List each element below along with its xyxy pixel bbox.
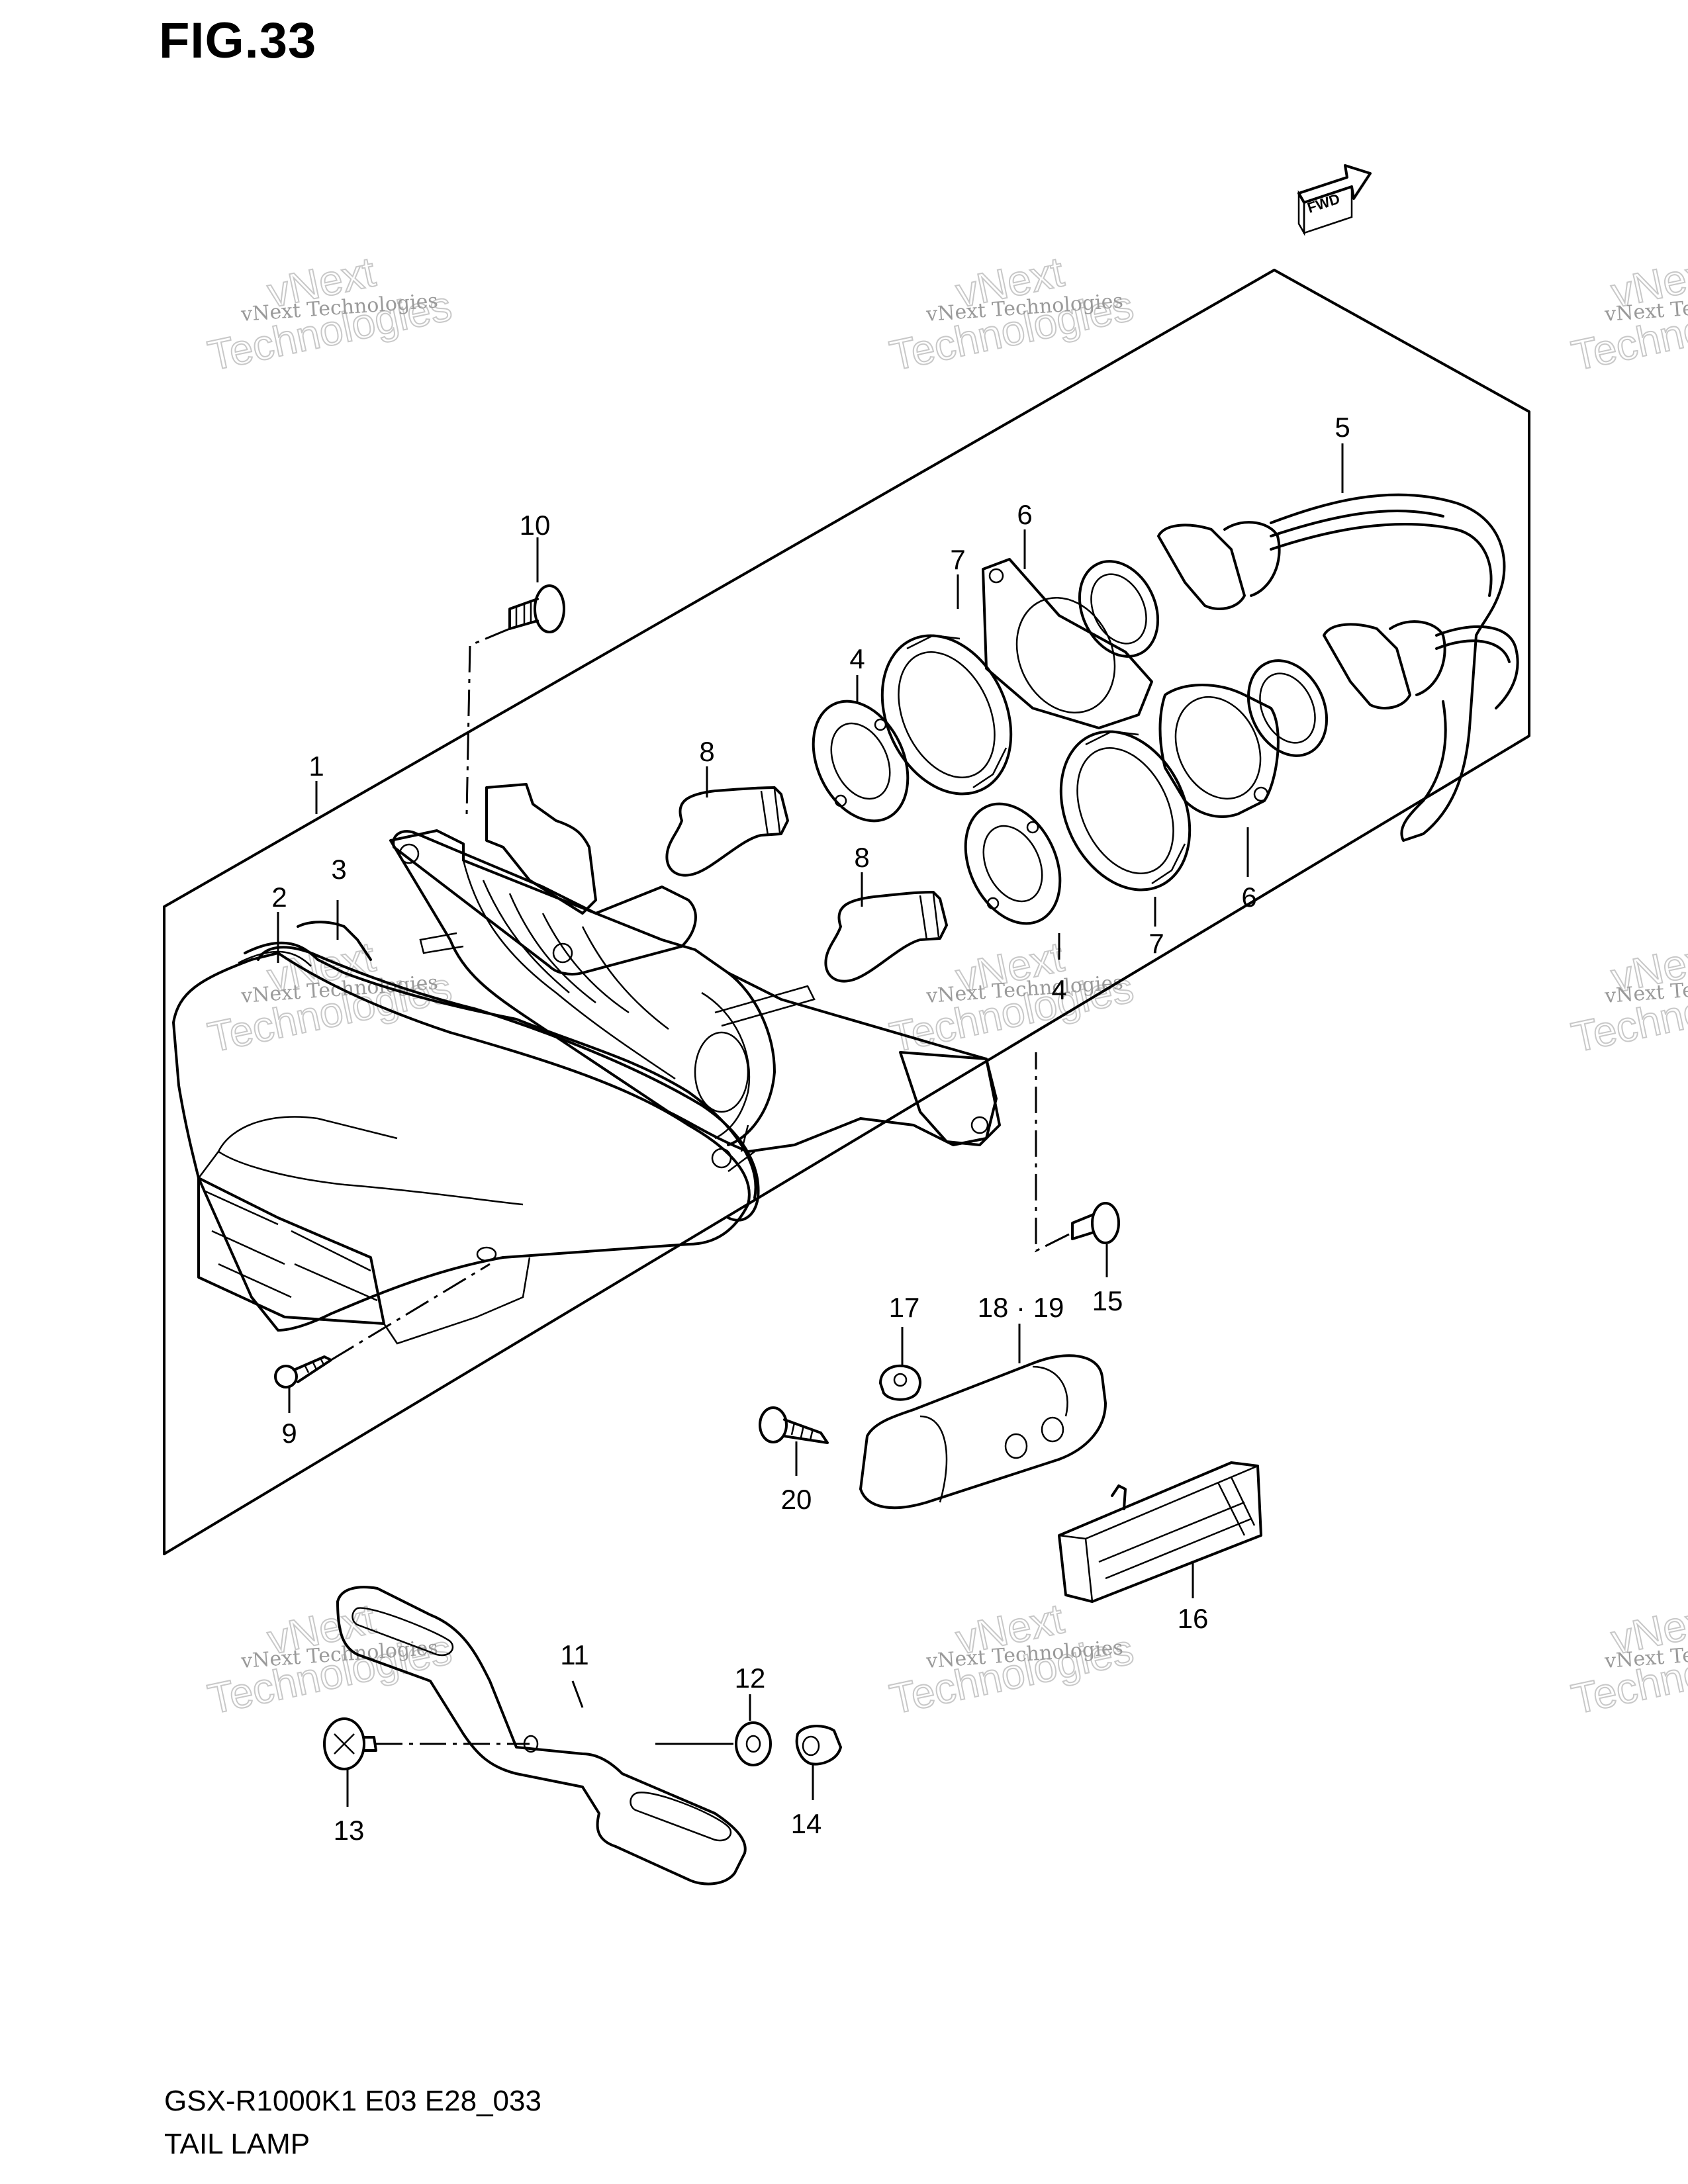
callout-17: 17 bbox=[889, 1292, 920, 1323]
callout-2: 2 bbox=[271, 882, 287, 913]
watermark-group: vNext Technologies vNext Technologies vN… bbox=[203, 247, 1688, 1723]
callout-6-upper: 6 bbox=[1017, 499, 1032, 530]
screw-20 bbox=[759, 1406, 829, 1444]
figure-name: TAIL LAMP bbox=[164, 2128, 310, 2160]
tail-lamp-assembly-outline bbox=[163, 269, 1530, 1555]
license-lamp-lens bbox=[1058, 1461, 1262, 1603]
bulb-upper bbox=[665, 786, 789, 877]
callout-12: 12 bbox=[735, 1662, 766, 1694]
screw-10-leader bbox=[465, 627, 510, 815]
callout-16: 16 bbox=[1178, 1603, 1209, 1634]
nut-17 bbox=[879, 1364, 921, 1401]
callout-7-lower: 7 bbox=[1149, 928, 1164, 959]
socket-lower bbox=[964, 802, 1062, 925]
gasket-outline bbox=[257, 946, 760, 1222]
callout-leaders bbox=[277, 443, 1344, 1807]
callout-7-upper: 7 bbox=[950, 544, 965, 575]
callout-6-lower: 6 bbox=[1241, 882, 1256, 913]
fwd-arrow-icon: FWD bbox=[1297, 164, 1372, 236]
callout-10: 10 bbox=[520, 510, 551, 541]
callout-9: 9 bbox=[281, 1418, 297, 1449]
nut-14 bbox=[795, 1725, 842, 1766]
lens-holder-upper bbox=[880, 634, 1013, 796]
model-code: GSX-R1000K1 E03 E28_033 bbox=[164, 2085, 541, 2117]
callout-4-upper: 4 bbox=[849, 643, 865, 674]
bolt-13 bbox=[323, 1717, 377, 1770]
license-bracket bbox=[336, 1586, 747, 1886]
figure-title: FIG.33 bbox=[159, 13, 317, 69]
fwd-label: FWD bbox=[1305, 190, 1342, 216]
reflector-body bbox=[389, 783, 1001, 1172]
wiring-harness bbox=[1157, 493, 1519, 842]
callout-15: 15 bbox=[1092, 1285, 1123, 1316]
license-lamp-housing bbox=[859, 1354, 1107, 1510]
screw-15 bbox=[1071, 1202, 1120, 1244]
callout-8-upper: 8 bbox=[699, 736, 714, 767]
callout-20: 20 bbox=[781, 1484, 812, 1515]
seal-ring-lower bbox=[1246, 659, 1329, 757]
callout-3: 3 bbox=[331, 854, 346, 885]
lens-holder-lower bbox=[1059, 730, 1192, 891]
callout-13: 13 bbox=[334, 1815, 365, 1846]
socket-upper bbox=[812, 700, 910, 823]
callout-4-lower: 4 bbox=[1051, 974, 1066, 1005]
seal-ring-upper bbox=[1078, 560, 1160, 658]
screw-9 bbox=[274, 1355, 332, 1388]
callout-18-19: 18 · 19 bbox=[978, 1292, 1064, 1323]
bulb-lower bbox=[824, 891, 948, 983]
gasket-tab bbox=[297, 921, 372, 961]
screw-9-leader bbox=[330, 1263, 491, 1361]
callout-8-lower: 8 bbox=[854, 842, 869, 873]
callout-5: 5 bbox=[1335, 412, 1350, 443]
callout-labels: 1 2 3 4 4 5 6 6 7 7 8 8 9 10 11 12 13 14… bbox=[271, 412, 1350, 1846]
screw-10 bbox=[508, 584, 565, 633]
callout-11: 11 bbox=[560, 1639, 589, 1670]
gasket-lower bbox=[1158, 684, 1280, 818]
callout-1: 1 bbox=[308, 751, 324, 782]
callout-14: 14 bbox=[791, 1808, 822, 1839]
washer-12 bbox=[735, 1721, 772, 1766]
screw-15-leader bbox=[1035, 1052, 1070, 1253]
